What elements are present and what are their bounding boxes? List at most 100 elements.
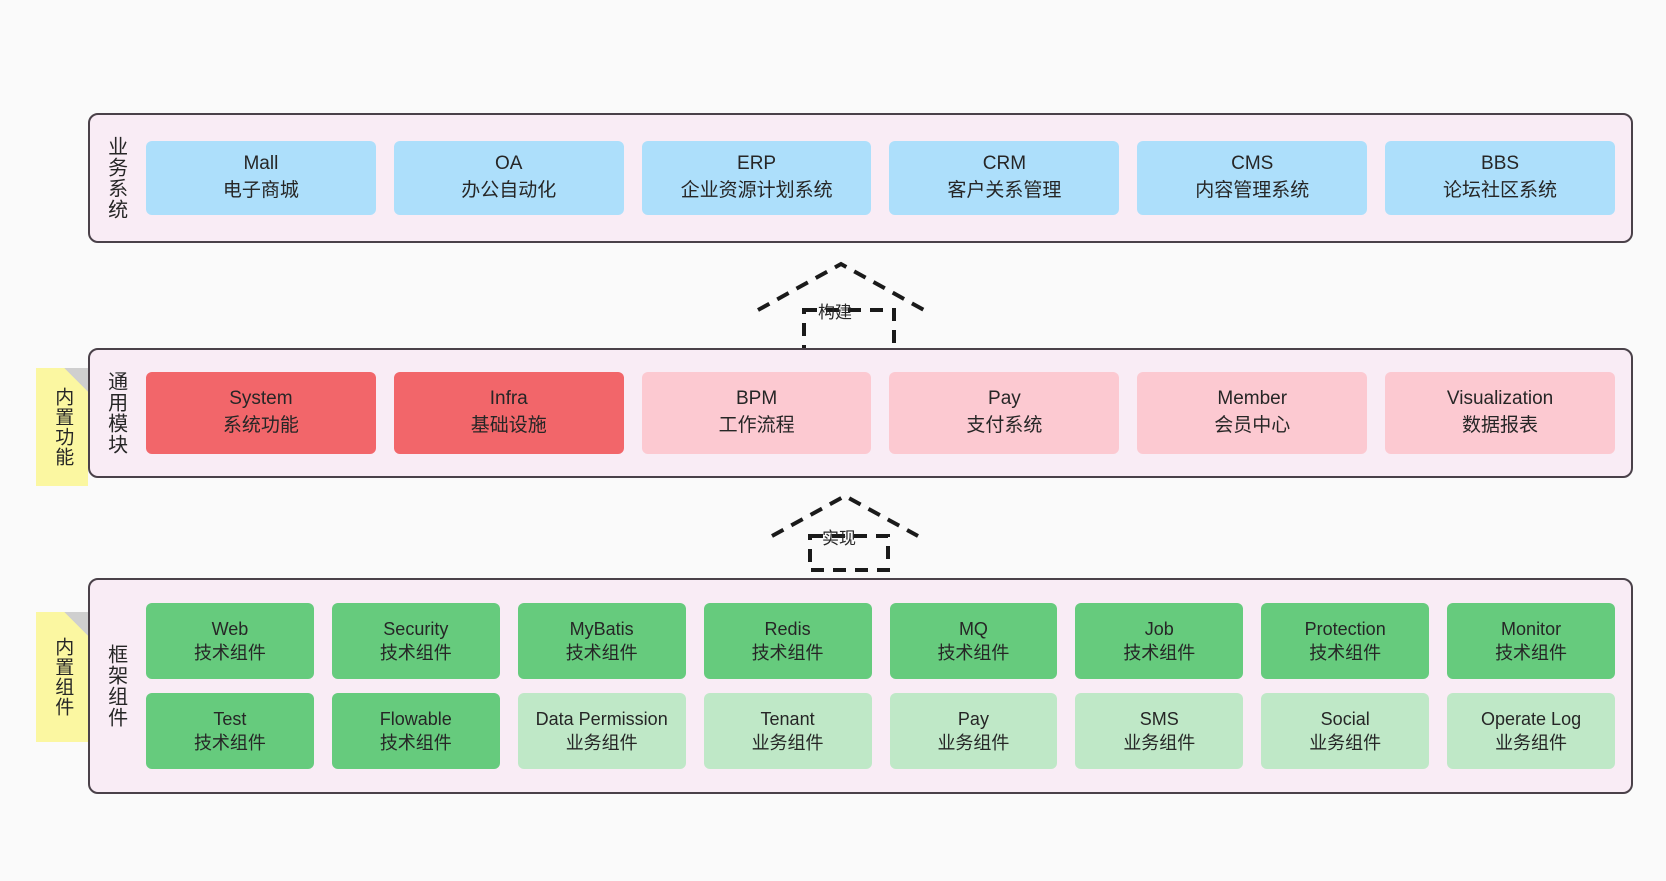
card-web-desc: 技术组件 — [193, 643, 266, 663]
layer-framework-row-2: Test 技术组件 Flowable 技术组件 Data Permission … — [146, 693, 1615, 769]
layer-framework-row-1: Web 技术组件 Security 技术组件 MyBatis 技术组件 Redi… — [146, 603, 1615, 679]
implement-arrow-label: 实现 — [822, 529, 856, 548]
layer-modules-title: 通用模块 — [104, 371, 127, 455]
card-oa[interactable]: OA 办公自动化 — [393, 141, 624, 215]
card-visualization[interactable]: Visualization 数据报表 — [1385, 372, 1615, 454]
card-flowable-name: Flowable — [379, 708, 452, 729]
card-data-permission[interactable]: Data Permission 业务组件 — [517, 693, 686, 769]
layer-modules: 通用模块 System 系统功能 Infra 基础设施 BPM 工作流程 Pay… — [88, 348, 1633, 478]
card-sms[interactable]: SMS 业务组件 — [1075, 693, 1244, 769]
layer-framework: 框架组件 Web 技术组件 Security 技术组件 MyBatis 技术组件… — [88, 578, 1633, 794]
card-social-name: Social — [1320, 708, 1370, 729]
card-mall[interactable]: Mall 电子商城 — [146, 141, 376, 215]
card-tenant[interactable]: Tenant 业务组件 — [703, 693, 872, 769]
card-bpm-desc: 工作流程 — [718, 415, 795, 436]
card-member-desc: 会员中心 — [1214, 415, 1291, 436]
card-web-name: Web — [211, 618, 249, 639]
card-test-desc: 技术组件 — [193, 733, 266, 753]
card-protection-name: Protection — [1304, 618, 1386, 639]
card-cms[interactable]: CMS 内容管理系统 — [1137, 141, 1368, 215]
layer-modules-row: System 系统功能 Infra 基础设施 BPM 工作流程 Pay 支付系统… — [146, 372, 1615, 454]
card-protection-desc: 技术组件 — [1309, 643, 1382, 663]
implement-arrow: 实现 — [770, 490, 930, 586]
card-job[interactable]: Job 技术组件 — [1075, 603, 1244, 679]
layer-business-body: Mall 电子商城 OA 办公自动化 ERP 企业资源计划系统 CRM 客户关系… — [136, 115, 1631, 241]
card-protection[interactable]: Protection 技术组件 — [1261, 603, 1430, 679]
card-security-desc: 技术组件 — [379, 643, 452, 663]
card-flowable-desc: 技术组件 — [379, 733, 452, 753]
card-bbs-desc: 论坛社区系统 — [1443, 180, 1558, 201]
card-member[interactable]: Member 会员中心 — [1137, 372, 1368, 454]
card-security[interactable]: Security 技术组件 — [331, 603, 500, 679]
card-flowable[interactable]: Flowable 技术组件 — [331, 693, 500, 769]
card-pay-module-desc: 支付系统 — [966, 415, 1043, 436]
card-social[interactable]: Social 业务组件 — [1261, 693, 1430, 769]
card-bbs-name: BBS — [1481, 153, 1520, 175]
card-monitor[interactable]: Monitor 技术组件 — [1447, 603, 1615, 679]
card-redis-desc: 技术组件 — [751, 643, 824, 663]
card-cms-desc: 内容管理系统 — [1195, 180, 1310, 201]
card-pay-module[interactable]: Pay 支付系统 — [889, 372, 1120, 454]
card-oa-desc: 办公自动化 — [461, 180, 557, 201]
card-visualization-name: Visualization — [1446, 388, 1554, 410]
build-arrow: 构建 — [756, 258, 925, 356]
card-infra[interactable]: Infra 基础设施 — [393, 372, 624, 454]
card-pay-component[interactable]: Pay 业务组件 — [889, 693, 1058, 769]
card-mall-name: Mall — [243, 153, 279, 175]
card-sms-name: SMS — [1139, 708, 1179, 729]
card-mq-desc: 技术组件 — [937, 643, 1010, 663]
build-arrow-label: 构建 — [818, 303, 852, 322]
layer-framework-title: 框架组件 — [104, 644, 127, 728]
card-social-desc: 业务组件 — [1309, 733, 1382, 753]
card-mq[interactable]: MQ 技术组件 — [889, 603, 1058, 679]
card-operate-log-desc: 业务组件 — [1495, 733, 1568, 753]
layer-business: 业务系统 Mall 电子商城 OA 办公自动化 ERP 企业资源计划系统 CRM… — [88, 113, 1633, 243]
card-mybatis-desc: 技术组件 — [565, 643, 638, 663]
card-mybatis-name: MyBatis — [569, 618, 634, 639]
card-bpm-name: BPM — [735, 388, 778, 410]
card-oa-name: OA — [495, 153, 523, 175]
card-infra-desc: 基础设施 — [470, 415, 547, 436]
card-erp-name: ERP — [737, 153, 777, 175]
card-operate-log-name: Operate Log — [1481, 708, 1582, 729]
card-data-permission-desc: 业务组件 — [565, 733, 638, 753]
card-crm-name: CRM — [982, 153, 1027, 175]
card-pay-component-desc: 业务组件 — [937, 733, 1010, 753]
card-job-desc: 技术组件 — [1123, 643, 1196, 663]
card-web[interactable]: Web 技术组件 — [146, 603, 314, 679]
card-tenant-name: Tenant — [760, 708, 815, 729]
implement-arrow-shape — [771, 493, 919, 572]
card-data-permission-name: Data Permission — [535, 708, 668, 729]
builtin-component-note-label: 内置组件 — [52, 637, 74, 717]
card-crm-desc: 客户关系管理 — [947, 180, 1062, 201]
card-redis[interactable]: Redis 技术组件 — [703, 603, 872, 679]
card-redis-name: Redis — [764, 618, 811, 639]
card-erp[interactable]: ERP 企业资源计划系统 — [641, 141, 872, 215]
card-system-desc: 系统功能 — [222, 415, 299, 436]
card-pay-module-name: Pay — [988, 388, 1021, 410]
card-infra-name: Infra — [489, 388, 528, 410]
card-visualization-desc: 数据报表 — [1462, 415, 1539, 436]
card-test-name: Test — [213, 708, 247, 729]
card-monitor-desc: 技术组件 — [1495, 643, 1568, 663]
card-crm[interactable]: CRM 客户关系管理 — [889, 141, 1120, 215]
card-bpm[interactable]: BPM 工作流程 — [641, 372, 872, 454]
card-security-name: Security — [383, 618, 449, 639]
card-mall-desc: 电子商城 — [222, 180, 299, 201]
layer-business-row: Mall 电子商城 OA 办公自动化 ERP 企业资源计划系统 CRM 客户关系… — [146, 141, 1615, 215]
card-bbs[interactable]: BBS 论坛社区系统 — [1385, 141, 1615, 215]
layer-framework-body: Web 技术组件 Security 技术组件 MyBatis 技术组件 Redi… — [136, 580, 1631, 792]
card-job-name: Job — [1144, 618, 1174, 639]
card-test[interactable]: Test 技术组件 — [146, 693, 314, 769]
builtin-function-note-label: 内置功能 — [52, 387, 74, 467]
card-cms-name: CMS — [1231, 153, 1274, 175]
card-sms-desc: 业务组件 — [1123, 733, 1196, 753]
layer-business-title: 业务系统 — [104, 136, 127, 220]
card-operate-log[interactable]: Operate Log 业务组件 — [1447, 693, 1615, 769]
card-system[interactable]: System 系统功能 — [146, 372, 376, 454]
card-system-name: System — [229, 388, 293, 410]
card-monitor-name: Monitor — [1501, 618, 1562, 639]
card-erp-desc: 企业资源计划系统 — [680, 180, 833, 201]
card-mybatis[interactable]: MyBatis 技术组件 — [517, 603, 686, 679]
